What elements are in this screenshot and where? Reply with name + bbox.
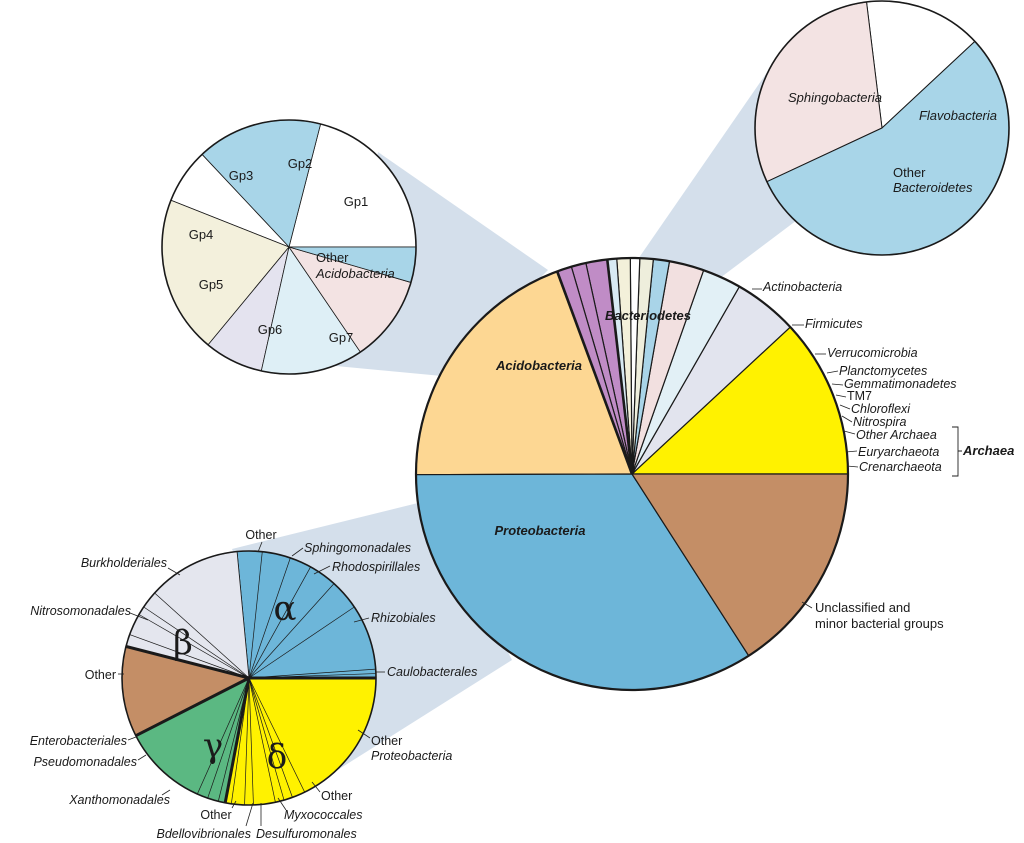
- slice-: [224, 677, 377, 806]
- label-other-proteo-1: Other: [371, 734, 402, 748]
- label-unclassified-1: Unclassified and: [815, 600, 910, 615]
- sub-divider-17: [154, 592, 250, 679]
- label-tm7: TM7: [847, 389, 872, 403]
- label-other-delta: Other: [321, 789, 352, 803]
- label-gp7: Gp7: [329, 330, 354, 345]
- label-acidobacteria: Acidobacteria: [495, 358, 582, 373]
- label-flavobacteria: Flavobacteria: [919, 108, 997, 123]
- label-archaea: Archaea: [962, 443, 1014, 458]
- label-desulfuromonales: Desulfuromonales: [256, 827, 357, 841]
- archaea-boundary-0: [605, 259, 634, 475]
- label-gp3: Gp3: [229, 168, 254, 183]
- sub-divider-13: [248, 677, 276, 803]
- group-boundary-4: [223, 677, 251, 804]
- label-burkholderiales: Burkholderiales: [81, 556, 167, 570]
- sub-divider-16: [248, 677, 305, 793]
- sub-divider-7: [197, 677, 250, 795]
- label-verrucomicrobia: Verrucomicrobia: [827, 346, 918, 360]
- label-other-acidobacteria-1: Other: [316, 250, 349, 265]
- sub-divider-18: [143, 606, 250, 679]
- label-caulobacterales: Caulobacterales: [387, 665, 477, 679]
- label-other-proteo-2: Proteobacteria: [371, 749, 452, 763]
- archaea-boundary-1: [555, 270, 634, 475]
- label-euryarchaeota: Euryarchaeota: [858, 445, 939, 459]
- label-crenarchaeota: Crenarchaeota: [859, 460, 942, 474]
- label-proteobacteria: Proteobacteria: [494, 523, 585, 538]
- label-xanthomonadales: Xanthomonadales: [68, 793, 170, 807]
- label-unclassified-2: minor bacterial groups: [815, 616, 944, 631]
- label-nitrospira: Nitrospira: [853, 415, 907, 429]
- proteobacteria-pie: [121, 550, 377, 806]
- label-myxococcales: Myxococcales: [284, 808, 363, 822]
- label-bacteriodetes: Bacteriodetes: [605, 308, 691, 323]
- label-rhodospirillales: Rhodospirillales: [332, 560, 420, 574]
- archaea-bracket: [952, 426, 962, 477]
- sub-divider-19: [138, 614, 250, 679]
- label-bdellovibrionales: Bdellovibrionales: [156, 827, 251, 841]
- greek-gamma: γ: [203, 726, 223, 766]
- label-gp1: Gp1: [344, 194, 369, 209]
- sub-divider-15: [248, 677, 293, 798]
- label-other-gamma: Other: [200, 808, 231, 822]
- sub-divider-5: [248, 557, 291, 679]
- sub-divider-3: [248, 583, 335, 679]
- group-boundary-2: [125, 644, 250, 680]
- bact-pie-outline: [754, 0, 1010, 256]
- label-other-archaea: Other Archaea: [856, 428, 937, 442]
- label-other-acidobacteria-2: Acidobacteria: [315, 266, 395, 281]
- main-pie: [414, 256, 850, 692]
- sub-divider-11: [244, 677, 250, 805]
- label-sphingomonadales: Sphingomonadales: [304, 541, 411, 555]
- label-other-bacteroidetes-2: Bacteroidetes: [893, 180, 973, 195]
- greek-beta: β: [173, 623, 193, 663]
- label-other-alpha: Other: [245, 528, 276, 542]
- sub-divider-20: [129, 634, 250, 679]
- sub-divider-12: [248, 677, 254, 805]
- greek-delta: δ: [267, 737, 287, 777]
- sub-divider-6: [248, 551, 263, 679]
- label-chloroflexi: Chloroflexi: [851, 402, 911, 416]
- label-pseudomonadales: Pseudomonadales: [33, 755, 137, 769]
- main-pie-outline: [414, 256, 850, 692]
- acido-pie-outline: [161, 119, 417, 375]
- label-gemmatimonadetes: Gemmatimonadetes: [844, 377, 957, 391]
- label-gp6: Gp6: [258, 322, 283, 337]
- label-nitrosomonadales: Nitrosomonadales: [30, 604, 131, 618]
- sub-divider-4: [248, 566, 311, 679]
- label-planctomycetes: Planctomycetes: [839, 364, 927, 378]
- greek-alpha: α: [274, 589, 297, 629]
- label-gp4: Gp4: [189, 227, 214, 242]
- label-enterobacteriales: Enterobacteriales: [30, 734, 127, 748]
- bacteroidetes-pie: [754, 0, 1010, 256]
- proteo-pie-outline: [121, 550, 377, 806]
- label-other-beta: Other: [85, 668, 116, 682]
- label-other-bacteroidetes-1: Other: [893, 165, 926, 180]
- acidobacteria-pie: [161, 119, 417, 375]
- sub-divider-8: [207, 677, 250, 799]
- label-actinobacteria: Actinobacteria: [762, 280, 842, 294]
- sub-divider-14: [248, 677, 285, 801]
- label-firmicutes: Firmicutes: [805, 317, 863, 331]
- sub-divider-2: [248, 606, 355, 679]
- label-gp5: Gp5: [199, 277, 224, 292]
- label-rhizobiales: Rhizobiales: [371, 611, 436, 625]
- label-gp2: Gp2: [288, 156, 313, 171]
- group-boundary-3: [135, 676, 250, 737]
- label-sphingobacteria: Sphingobacteria: [788, 90, 882, 105]
